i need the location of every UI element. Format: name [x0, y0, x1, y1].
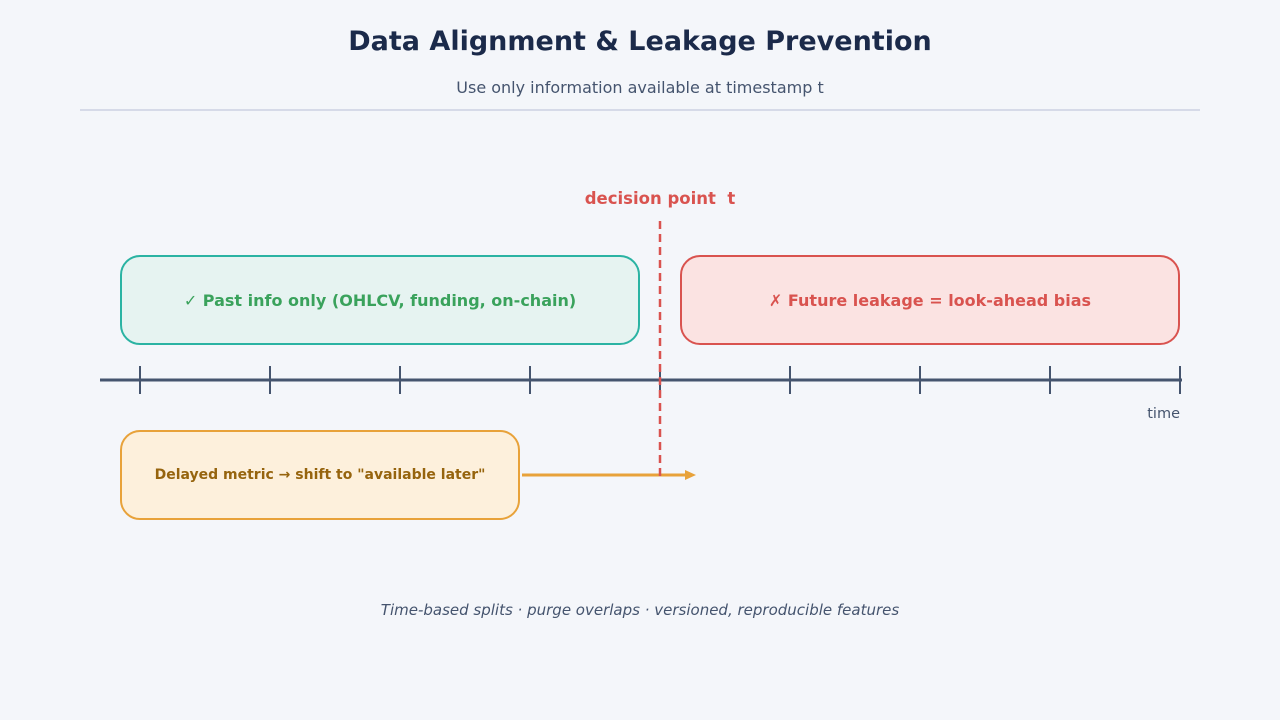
page-title: Data Alignment & Leakage Prevention: [348, 26, 932, 57]
time-axis-label: time: [1147, 406, 1180, 422]
header-divider: [80, 109, 1200, 111]
footer-note: Time-based splits · purge overlaps · ver…: [380, 601, 900, 619]
future-leakage-label: ✗ Future leakage = look-ahead bias: [768, 290, 1092, 310]
past-info-box: ✓ Past info only (OHLCV, funding, on-cha…: [120, 255, 640, 345]
future-leakage-box: ✗ Future leakage = look-ahead bias: [680, 255, 1180, 345]
delayed-metric-box: Delayed metric → shift to "available lat…: [120, 430, 520, 520]
delayed-metric-label: Delayed metric → shift to "available lat…: [154, 467, 486, 483]
delay-arrow-head: [685, 470, 696, 480]
page-subtitle: Use only information available at timest…: [456, 78, 824, 97]
past-info-label: ✓ Past info only (OHLCV, funding, on-cha…: [183, 290, 577, 310]
decision-point-label: decision point t: [584, 189, 736, 208]
